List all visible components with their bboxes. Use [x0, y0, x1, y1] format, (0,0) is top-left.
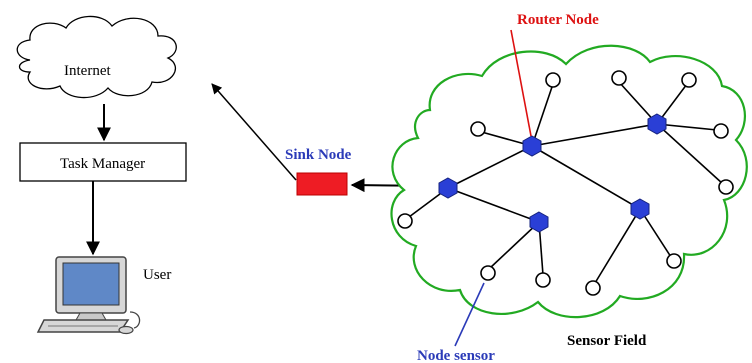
sensor-node: [681, 72, 697, 88]
sensor-node: [397, 213, 413, 229]
internet-label: Internet: [64, 63, 111, 79]
sink-to-internet-arrow: [211, 83, 297, 181]
internet-cloud: Internet: [16, 15, 177, 99]
router-node: [438, 177, 458, 199]
sink-node-label: Sink Node: [285, 147, 352, 163]
sensor-field-cloud: [390, 44, 748, 319]
sink-node: [296, 172, 348, 196]
sensor-field-label: Sensor Field: [567, 333, 647, 349]
task-manager-label: Task Manager: [60, 156, 145, 172]
router-node: [522, 135, 542, 157]
computer-icon: [36, 256, 141, 335]
sensor-node: [470, 121, 486, 137]
node-sensor-pointer: [454, 282, 485, 347]
user-label: User: [143, 267, 171, 283]
sensor-node: [480, 265, 496, 281]
sensor-node: [666, 253, 682, 269]
sensor-node: [611, 70, 627, 86]
sensor-node: [545, 72, 561, 88]
network-edges: [408, 81, 724, 284]
task-manager-box: Task Manager: [19, 142, 187, 182]
node-sensor-label: Node sensor: [417, 348, 495, 363]
sensor-node: [585, 280, 601, 296]
router-node: [647, 113, 667, 135]
router-node-pointer: [510, 29, 532, 137]
sensor-node: [535, 272, 551, 288]
router-node: [630, 198, 650, 220]
router-node-label: Router Node: [517, 12, 599, 28]
sensor-node: [713, 123, 729, 139]
sensor-node: [718, 179, 734, 195]
router-node: [529, 211, 549, 233]
